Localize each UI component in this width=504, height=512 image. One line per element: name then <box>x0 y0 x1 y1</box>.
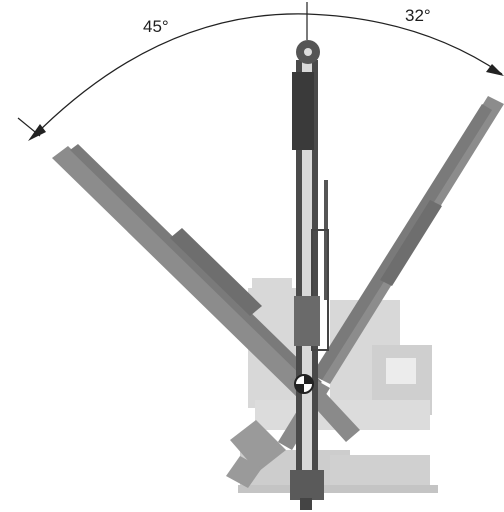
track-right <box>330 455 430 490</box>
mast-vertical <box>290 40 329 510</box>
arc-arrowhead-left <box>28 124 46 141</box>
carrier-left-top <box>252 278 292 292</box>
cab-window <box>386 358 416 384</box>
mast-tilted-right <box>226 96 504 488</box>
mast-vertical-core <box>302 60 312 480</box>
mast-drill-head <box>294 296 320 346</box>
mast-left-cylinder <box>170 228 262 316</box>
tilt-arc <box>33 13 503 137</box>
mast-vertical-rail-left <box>296 60 302 480</box>
mast-bit <box>300 498 312 510</box>
angle-label-right: 32° <box>405 6 431 25</box>
arc-left-extension <box>17 117 41 137</box>
mast-right-cylinder <box>380 200 442 286</box>
mast-right-beam-inner <box>312 104 492 380</box>
arc-arrowhead-right <box>486 64 504 76</box>
mast-left-beam <box>52 146 318 402</box>
mast-top-sheave-hub <box>304 48 312 56</box>
mast-left-beam-inner <box>70 144 322 388</box>
mast-carriage <box>311 229 329 351</box>
pivot-quadrant-2 <box>295 384 304 393</box>
pivot-point <box>294 374 314 394</box>
pivot-quadrant <box>304 375 313 384</box>
angle-label-left: 45° <box>143 17 169 36</box>
mast-vertical-rail-right <box>312 60 318 480</box>
track-strip <box>238 485 438 493</box>
mast-bottom-guide <box>290 470 324 500</box>
mast-hydraulic-cylinder <box>292 72 314 150</box>
mast-hose <box>324 180 328 300</box>
mast-left-foot <box>230 420 286 472</box>
mast-right-foot <box>226 456 262 488</box>
